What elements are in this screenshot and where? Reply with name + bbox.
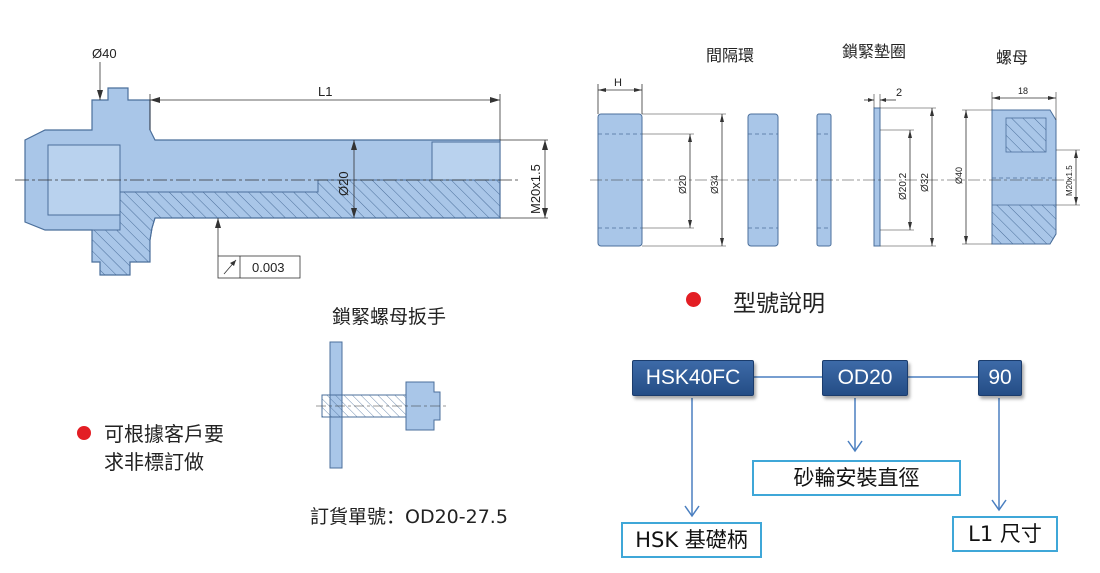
holder-section-hatch (91, 179, 501, 276)
dim-d40: Ø40 (92, 46, 117, 61)
holder-thread-end (431, 141, 501, 181)
wrench-head (405, 381, 441, 431)
model-title: 型號說明 (733, 291, 825, 317)
tool-holder-drawing: L1 Ø40 Ø20 M20x1.5 0.003 (15, 46, 548, 279)
dim-thread: M20x1.5 (528, 164, 543, 214)
dim-d20: Ø20 (336, 171, 351, 196)
desc-l1-size: L1 尺寸 (952, 516, 1058, 552)
wrench-drawing (316, 341, 446, 469)
wrench-title: 鎖緊螺母扳手 (332, 306, 447, 328)
dim-2: 2 (896, 87, 902, 99)
code-od20: OD20 (822, 360, 908, 396)
dim-d20-spacer: Ø20 (678, 175, 689, 194)
washer-title: 鎖緊墊圈 (842, 42, 907, 61)
dim-d32: Ø32 (920, 173, 931, 192)
dim-d34: Ø34 (710, 175, 721, 194)
custom-note-line2: 求非標訂做 (104, 450, 204, 474)
custom-note-line1: 可根據客戶要 (104, 422, 224, 446)
desc-wheel-diameter: 砂輪安裝直徑 (752, 460, 961, 496)
runout-frame (217, 255, 301, 279)
dim-d202: Ø20.2 (898, 172, 909, 200)
dim-18: 18 (1018, 86, 1028, 96)
dim-l1: L1 (318, 84, 332, 99)
code-90: 90 (978, 360, 1022, 396)
dim-thread-nut: M20x1.5 (1065, 165, 1074, 196)
dim-d40-nut: Ø40 (954, 167, 964, 184)
runout-value: 0.003 (252, 260, 285, 275)
model-connectors (684, 376, 1007, 518)
nut-title: 螺母 (996, 48, 1029, 67)
desc-base-shank: HSK 基礎柄 (621, 522, 762, 558)
custom-note-bullet (77, 426, 91, 440)
spacer-title: 間隔環 (706, 46, 755, 65)
parts-drawing: H Ø20 Ø34 2 Ø20.2 Ø32 18 Ø40 (590, 77, 1080, 247)
lock-washer (873, 107, 881, 247)
nut-hatch (991, 204, 1057, 245)
code-hsk40fc: HSK40FC (632, 360, 754, 396)
order-number: 訂貨單號：OD20-27.5 (310, 506, 508, 528)
model-title-bullet (686, 292, 701, 307)
dim-h: H (614, 77, 622, 89)
